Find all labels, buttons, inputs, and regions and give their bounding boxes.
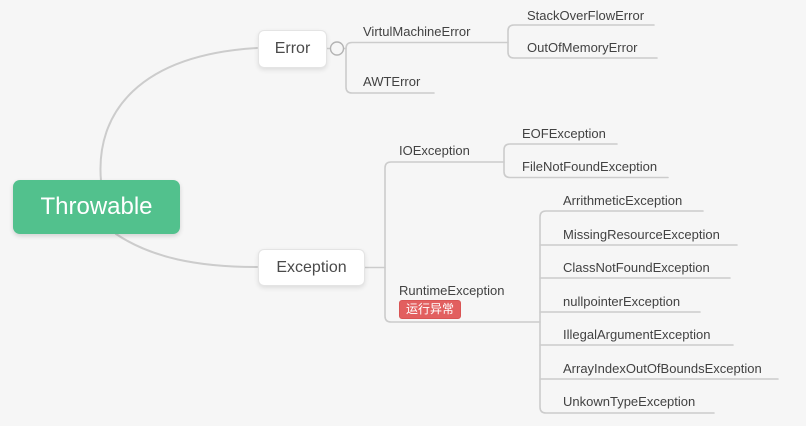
bracket-exception-children [384,161,541,323]
bracket-ioexception-children [503,143,669,179]
node-nullpointerexception[interactable]: nullpointerException [563,294,681,309]
node-illegalargumentexception[interactable]: IllegalArgumentException [563,327,711,342]
node-throwable[interactable]: Throwable [13,180,180,234]
node-arrithmeticexception[interactable]: ArrithmeticException [563,193,683,208]
node-error[interactable]: Error [258,30,327,68]
node-exception[interactable]: Exception [258,249,365,286]
node-awterror[interactable]: AWTError [363,74,421,89]
node-filenotfoundexception[interactable]: FileNotFoundException [522,159,658,174]
node-unkowntypeexception[interactable]: UnkownTypeException [563,394,696,409]
node-classnotfoundexception[interactable]: ClassNotFoundException [563,260,710,275]
node-runtimeexception[interactable]: RuntimeException [399,283,505,298]
node-virtulmachineerror[interactable]: VirtulMachineError [363,24,471,39]
connector-root-to-exception [115,233,258,268]
bracket-error-children [345,41,509,94]
node-missingresourceexception[interactable]: MissingResourceException [563,227,720,242]
connector-root-to-error [99,47,258,182]
node-ioexception[interactable]: IOException [399,143,470,158]
bracket-virtulmachineerror-children [507,24,658,59]
node-eofexception[interactable]: EOFException [522,126,606,141]
node-arrayindexoutofboundsexception[interactable]: ArrayIndexOutOfBoundsException [563,361,762,376]
node-outofmemoryerror[interactable]: OutOfMemoryError [527,40,638,55]
runtimeexception-tag-badge[interactable]: 运行异常 [399,300,462,319]
error-expander-handle[interactable] [329,41,345,56]
node-stackoverflowerror[interactable]: StackOverFlowError [527,8,645,23]
